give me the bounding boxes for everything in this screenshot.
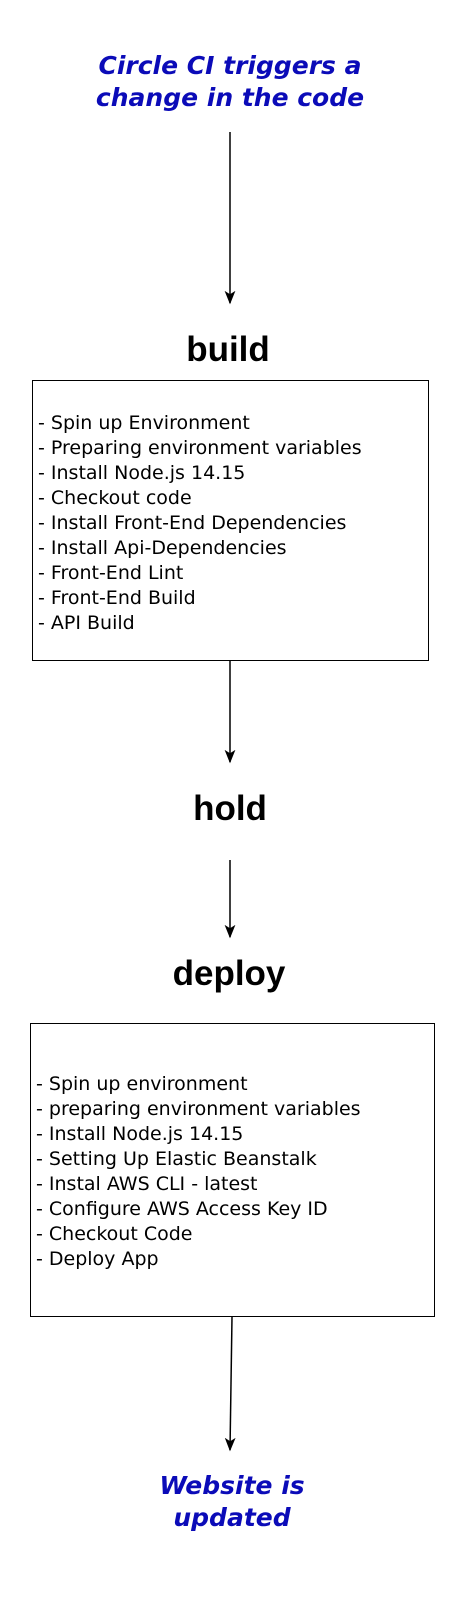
build-step-item: - Spin up Environment bbox=[38, 412, 250, 434]
build-step-item: - Install Api-Dependencies bbox=[38, 537, 287, 559]
arrow-deploy-to-website bbox=[224, 1316, 236, 1452]
deploy-step-item: - preparing environment variables bbox=[36, 1098, 361, 1120]
deploy-step-item: - Spin up environment bbox=[36, 1073, 248, 1095]
end-caption-line-1: Website is bbox=[159, 1471, 305, 1500]
build-stage-title: build bbox=[186, 330, 270, 369]
end-caption-line-2: updated bbox=[173, 1503, 291, 1532]
hold-stage-title: hold bbox=[193, 789, 267, 828]
build-step-item: - Checkout code bbox=[38, 487, 192, 509]
build-step-list: - Spin up Environment - Preparing enviro… bbox=[38, 411, 362, 636]
build-step-item: - Front-End Lint bbox=[38, 562, 184, 584]
build-step-item: - API Build bbox=[38, 612, 135, 634]
deploy-step-item: - Checkout Code bbox=[36, 1223, 193, 1245]
deploy-step-item: - Deploy App bbox=[36, 1248, 159, 1270]
start-caption-line-2: change in the code bbox=[95, 83, 365, 112]
deploy-stage-title: deploy bbox=[172, 954, 286, 993]
deploy-step-item: - Configure AWS Access Key ID bbox=[36, 1198, 328, 1220]
build-step-item: - Install Node.js 14.15 bbox=[38, 462, 246, 484]
start-caption: Circle CI triggers a change in the code bbox=[0, 50, 460, 114]
deploy-step-item: - Instal AWS CLI - latest bbox=[36, 1173, 258, 1195]
build-step-item: - Front-End Build bbox=[38, 587, 196, 609]
start-caption-line-1: Circle CI triggers a bbox=[98, 51, 362, 80]
build-step-item: - Install Front-End Dependencies bbox=[38, 512, 347, 534]
deploy-step-item: - Install Node.js 14.15 bbox=[36, 1123, 244, 1145]
deploy-steps-box: - Spin up environment - preparing enviro… bbox=[30, 1023, 435, 1317]
build-step-item: - Preparing environment variables bbox=[38, 437, 362, 459]
deploy-step-list: - Spin up environment - preparing enviro… bbox=[36, 1072, 361, 1272]
deploy-step-item: - Setting Up Elastic Beanstalk bbox=[36, 1148, 317, 1170]
end-caption: Website is updated bbox=[0, 1470, 464, 1534]
build-steps-box: - Spin up Environment - Preparing enviro… bbox=[32, 380, 429, 661]
